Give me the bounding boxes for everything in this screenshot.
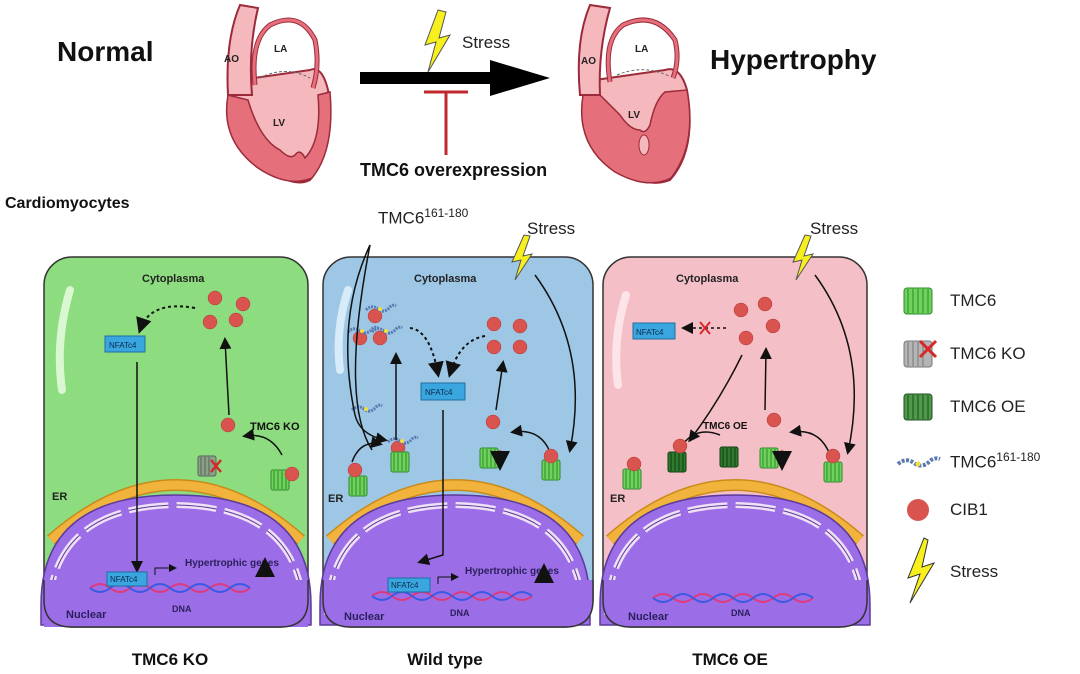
dna-label: DNA — [172, 604, 192, 614]
progression-arrow-head — [490, 60, 550, 96]
panel-wild-type: Cytoplasma ER Nuclear DNA NFATc4 NFATc4 … — [320, 234, 594, 627]
cytoplasm-label: Cytoplasma — [676, 273, 739, 285]
nfat-label: NFATc4 — [636, 328, 664, 337]
nuclear-label: Nuclear — [628, 611, 669, 623]
legend-label-tmc6: TMC6 — [950, 291, 997, 310]
lightning-icon — [907, 537, 936, 604]
hypertrophy-label: Hypertrophy — [710, 44, 877, 75]
heart-la-label: LA — [274, 44, 287, 55]
nfat-box — [632, 322, 676, 340]
lightning-icon — [424, 9, 452, 73]
legend-label-tmc6-ko: TMC6 KO — [950, 344, 1026, 363]
nuclear-label: Nuclear — [344, 611, 385, 623]
tmc6-ko-icon — [903, 339, 938, 368]
heart-ao-label: AO — [581, 56, 596, 67]
er-label: ER — [328, 493, 343, 505]
legend-label-stress: Stress — [950, 562, 999, 581]
ko-annotation: TMC6 KO — [250, 421, 300, 433]
legend-label-peptide: TMC6161-180 — [950, 450, 1041, 472]
stress-label-wildtype: Stress — [527, 219, 576, 238]
panel-title-wild-type: Wild type — [407, 650, 483, 669]
nfat-nuclear-box — [387, 577, 431, 593]
nfat-nuclear-label: NFATc4 — [391, 581, 419, 590]
nuclear-label: Nuclear — [66, 609, 107, 621]
progression-arrow-shaft — [360, 72, 490, 84]
cytoplasm-label: Cytoplasma — [142, 273, 205, 285]
peptide-icon — [896, 456, 941, 468]
tmc6-oe-icon — [903, 393, 933, 421]
normal-label: Normal — [57, 36, 154, 67]
panel-title-tmc6-ko: TMC6 KO — [131, 650, 209, 669]
blocked-x-icon — [699, 321, 711, 335]
lightning-icon — [511, 234, 534, 281]
er-label: ER — [610, 493, 625, 505]
nfat-box — [104, 335, 146, 353]
oe-annotation: TMC6 OE — [703, 421, 748, 432]
hypertrophy-heart-illustration: AO LA LV — [577, 3, 691, 184]
nfat-label: NFATc4 — [109, 341, 137, 350]
nfat-box — [420, 382, 466, 401]
nfat-label: NFATc4 — [425, 388, 453, 397]
panel-tmc6-oe: Cytoplasma ER Nuclear DNA NFATc4 TMC6 OE — [600, 234, 870, 627]
legend-label-cib1: CIB1 — [950, 500, 988, 519]
legend-icons — [896, 287, 941, 604]
nfat-nuclear-box — [106, 571, 148, 587]
stress-top-label: Stress — [462, 33, 511, 52]
panel-tmc6-ko: Cytoplasma ER Nuclear DNA NFATc4 NFATc4 … — [41, 256, 311, 627]
heart-ao-label: AO — [224, 54, 239, 65]
genes-label: Hypertrophic genes — [185, 558, 279, 569]
stress-arrow-group — [360, 9, 550, 155]
heart-lv-label: LV — [273, 118, 285, 129]
legend-label-tmc6-oe: TMC6 OE — [950, 397, 1026, 416]
dna-label: DNA — [731, 608, 751, 618]
stress-label-oe: Stress — [810, 219, 859, 238]
lightning-icon — [792, 234, 815, 281]
dna-label: DNA — [450, 608, 470, 618]
peptide-label: TMC6161-180 — [378, 206, 469, 228]
heart-lv-label: LV — [628, 110, 640, 121]
section-label: Cardiomyocytes — [5, 195, 130, 212]
genes-label: Hypertrophic genes — [465, 566, 559, 577]
panel-title-tmc6-oe: TMC6 OE — [692, 650, 768, 669]
cytoplasm-label: Cytoplasma — [414, 273, 477, 285]
heart-la-label: LA — [635, 44, 648, 55]
cell-panels: Cytoplasma ER Nuclear DNA NFATc4 NFATc4 … — [0, 234, 880, 640]
legend: TMC6 TMC6 KO TMC6 OE TMC6161-180 CIB1 St… — [890, 278, 1080, 608]
inhibitor-label: TMC6 overexpression — [360, 160, 548, 180]
cib1-icon — [907, 499, 929, 521]
er-label: ER — [52, 491, 67, 503]
tmc6-icon — [903, 287, 933, 315]
normal-heart-illustration: AO LA LV — [224, 3, 332, 184]
nfat-nuclear-label: NFATc4 — [110, 575, 138, 584]
